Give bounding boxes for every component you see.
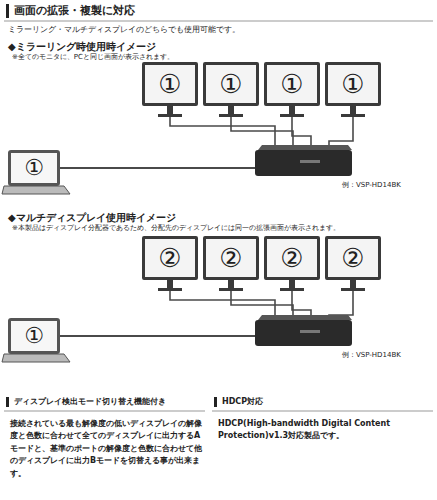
note-text: ※全てのモニタに、PCと同じ画面が表示されます。 xyxy=(12,53,174,62)
section-heading: ◆ミラーリング時使用時イメージ xyxy=(8,40,156,53)
monitor-screen: ② xyxy=(203,236,259,280)
splitter-box xyxy=(255,315,352,346)
model-label: 例：VSP-HD14BK xyxy=(342,351,401,360)
feature-heading: HDCP対応 xyxy=(214,397,263,407)
laptop-screen: ① xyxy=(8,318,60,354)
monitor-screen: ② xyxy=(142,236,198,280)
subtitle: ミラーリング・マルチディスプレイのどちらでも使用可能です。 xyxy=(8,25,240,35)
screen-number: ② xyxy=(219,245,242,271)
screen-number: ② xyxy=(280,245,303,271)
screen-number: ① xyxy=(24,157,44,179)
monitor-screen: ① xyxy=(203,62,259,106)
section-heading: ◆マルチディスプレイ使用時イメージ xyxy=(8,211,176,224)
laptop-base xyxy=(2,354,70,362)
screen-number: ① xyxy=(24,325,44,347)
screen-number: ① xyxy=(280,71,303,97)
monitor-screen: ① xyxy=(325,62,381,106)
model-label: 例：VSP-HD14BK xyxy=(342,181,401,190)
laptop-base xyxy=(2,186,70,194)
rule-line xyxy=(4,21,433,22)
note-text: ※本製品はディスプレイ分配器であるため、分配先のディスプレイには同一の拡張画面が… xyxy=(12,224,340,233)
hdmi-cable xyxy=(60,280,275,336)
screen-number: ② xyxy=(158,245,181,271)
monitor-screen: ① xyxy=(264,62,320,106)
laptop-screen: ① xyxy=(8,150,60,186)
screen-number: ② xyxy=(341,245,364,271)
page-title: 画面の拡張・複製に対応 xyxy=(6,4,135,18)
screen-number: ① xyxy=(219,71,242,97)
splitter-box xyxy=(255,145,352,176)
rule-line xyxy=(4,411,205,412)
screen-number: ① xyxy=(341,71,364,97)
rule-line xyxy=(212,411,433,412)
monitor-screen: ② xyxy=(325,236,381,280)
monitor-screen: ② xyxy=(264,236,320,280)
hdmi-cable xyxy=(60,106,275,168)
feature-text: 接続されている最も解像度の低いディスプレイの解像度と色数に合わせて全てのディスプ… xyxy=(10,418,202,480)
feature-heading: ディスプレイ検出モード切り替え機能付き xyxy=(6,397,166,407)
screen-number: ① xyxy=(158,71,181,97)
feature-text: HDCP(High-bandwidth Digital Content Prot… xyxy=(218,418,418,443)
monitor-screen: ① xyxy=(142,62,198,106)
